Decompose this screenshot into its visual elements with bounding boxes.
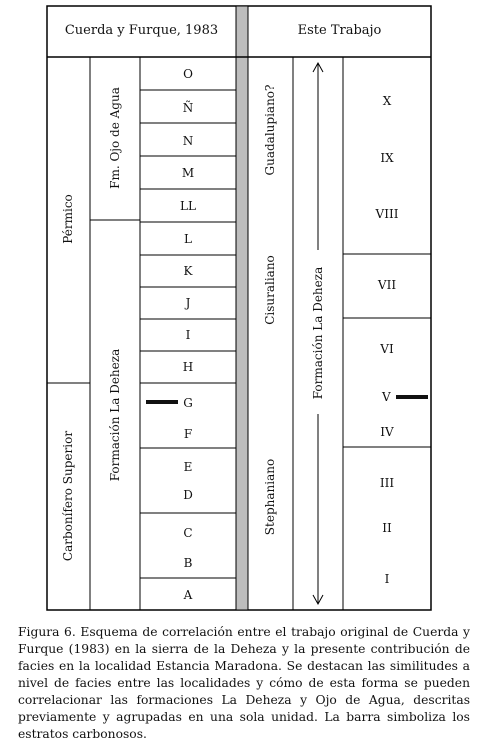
level-label: E [183,460,193,474]
level-label: D [183,488,193,502]
level-label: N [182,134,194,148]
facies-label: II [382,521,392,535]
facies-label: VIII [375,207,399,221]
level-label: LL [180,199,196,213]
level-label: B [183,556,193,570]
level-label: O [183,67,193,81]
correlation-chart [46,5,432,611]
center-divider [235,5,249,611]
level-label: Ñ [182,101,194,115]
facies-label: I [384,572,390,586]
facies-label: V [382,390,391,404]
facies-label: IX [380,151,394,165]
facies-label: VII [377,278,397,292]
unit-la-deheza-right: Formación La Deheza [311,266,325,400]
stage-cisuraliano: Cisuraliano [263,255,277,325]
header-left-title: Cuerda y Furque, 1983 [64,23,219,38]
figure-caption: Figura 6. Esquema de correlación entre e… [18,625,470,741]
facies-boundaries [343,253,431,448]
level-label: H [182,360,194,374]
level-label: C [183,526,193,540]
system-permian: Pérmico [61,194,75,244]
carbon-bar-right [396,395,428,399]
carbon-bar-left [146,400,178,404]
facies-label: VI [380,342,394,356]
header-right-title: Este Trabajo [297,23,382,38]
level-label: A [183,588,193,602]
stage-guadalupiano: Guadalupiano? [263,84,277,176]
level-label: I [185,328,191,342]
level-boundaries [140,89,236,579]
formation-ojo-de-agua: Fm. Ojo de Agua [108,87,122,189]
level-label: G [183,396,193,410]
level-label: L [184,232,192,246]
facies-label: III [379,476,395,490]
stage-stephaniano: Stephaniano [263,458,277,536]
double-arrow [312,61,324,606]
level-label: J [185,296,191,310]
level-label: K [183,264,193,278]
formation-la-deheza-left: Formación La Deheza [108,348,122,482]
system-carboniferous: Carbonífero Superior [61,430,75,562]
facies-label: IV [380,425,394,439]
level-label: F [183,427,193,441]
level-label: M [181,166,195,180]
facies-label: X [382,94,392,108]
